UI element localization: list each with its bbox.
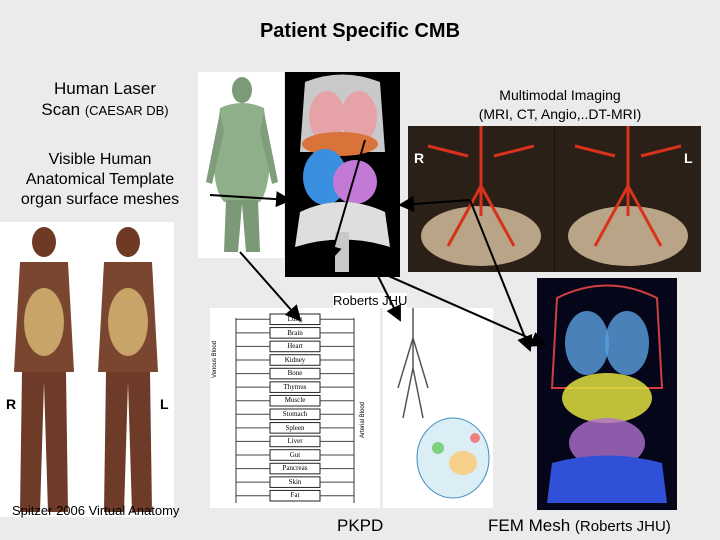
pbpk-node-label: Spleen (285, 423, 305, 432)
visible-human-label: Visible Human Anatomical Template organ … (2, 150, 198, 210)
imaging-line2: (MRI, CT, Angio,..DT-MRI) (478, 106, 642, 122)
laser-scan-line2: Scan (41, 100, 81, 119)
pbpk-node-label: Pancreas (282, 464, 308, 473)
pbpk-right-axis: Arterial Blood (360, 401, 366, 438)
pbpk-node-label: Skin (288, 477, 302, 486)
laser-scan-label: Human Laser Scan (CAESAR DB) (30, 78, 180, 121)
pbpk-node-label: Heart (287, 342, 303, 351)
pkpd-image (383, 308, 493, 508)
imaging-line1: Multimodal Imaging (499, 87, 621, 103)
imaging-label: Multimodal Imaging (MRI, CT, Angio,..DT-… (430, 86, 690, 124)
visible-human-line1: Visible Human (48, 151, 152, 168)
spitzer-caption: Spitzer 2006 Virtual Anatomy (12, 503, 180, 518)
pbpk-node-label: Stomach (282, 410, 308, 418)
laser-scan-source: (CAESAR DB) (84, 103, 169, 118)
anatomy-right-marker: L (160, 396, 169, 412)
slide-title: Patient Specific CMB (259, 20, 461, 42)
pkpd-caption: PKPD (337, 516, 384, 535)
pbpk-node-label: Thymus (283, 382, 307, 391)
angio-left-marker: R (414, 150, 425, 166)
pbpk-left-axis: Venous Blood (212, 340, 218, 378)
fem-caption-main: FEM Mesh (488, 516, 571, 535)
pbpk-node-label: Bone (287, 369, 303, 378)
organ-mesh-image (285, 72, 400, 277)
fem-mesh-image (537, 278, 677, 510)
pbpk-node-label: Muscle (284, 396, 306, 405)
pbpk-node-label: Kidney (284, 355, 306, 364)
angio-image: R L (408, 126, 701, 272)
fem-caption-paren: (Roberts JHU) (574, 518, 671, 535)
angio-right-marker: L (684, 150, 693, 166)
fem-caption: FEM Mesh (Roberts JHU) (488, 516, 671, 536)
pbpk-node-label: Liver (287, 437, 303, 446)
roberts-label: Roberts JHU (333, 293, 408, 308)
pbpk-node-label: Fat (290, 491, 300, 500)
visible-human-line2: Anatomical Template (25, 171, 175, 188)
laser-scan-image (198, 72, 284, 258)
pbpk-node-label: Brain (287, 328, 303, 337)
anatomy-left-marker: R (6, 396, 17, 412)
pbpk-node-label: Lung (287, 315, 303, 323)
laser-scan-line1: Human Laser (53, 79, 157, 98)
pbpk-node-label: Gut (289, 450, 301, 459)
visible-human-line3: organ surface meshes (20, 191, 180, 208)
visible-human-image: R L (0, 222, 174, 517)
